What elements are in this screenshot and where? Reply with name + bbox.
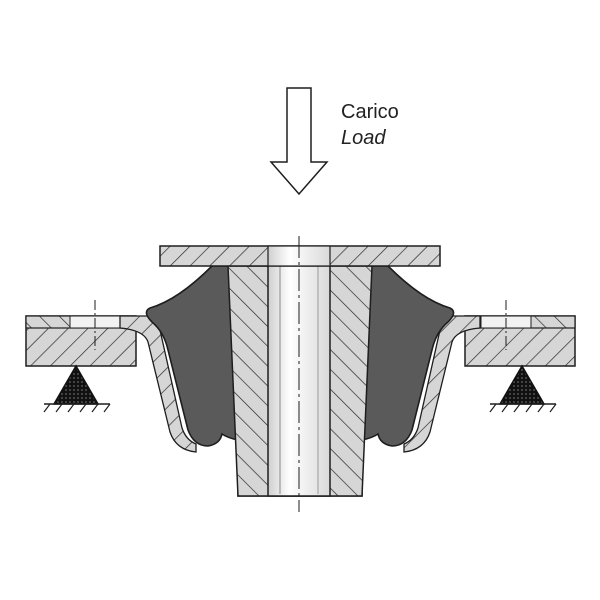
load-label-italian: Carico [341,101,399,123]
load-arrow [269,87,329,196]
load-label-english: Load [341,127,386,149]
right-support [489,364,557,413]
left-support [43,364,111,413]
